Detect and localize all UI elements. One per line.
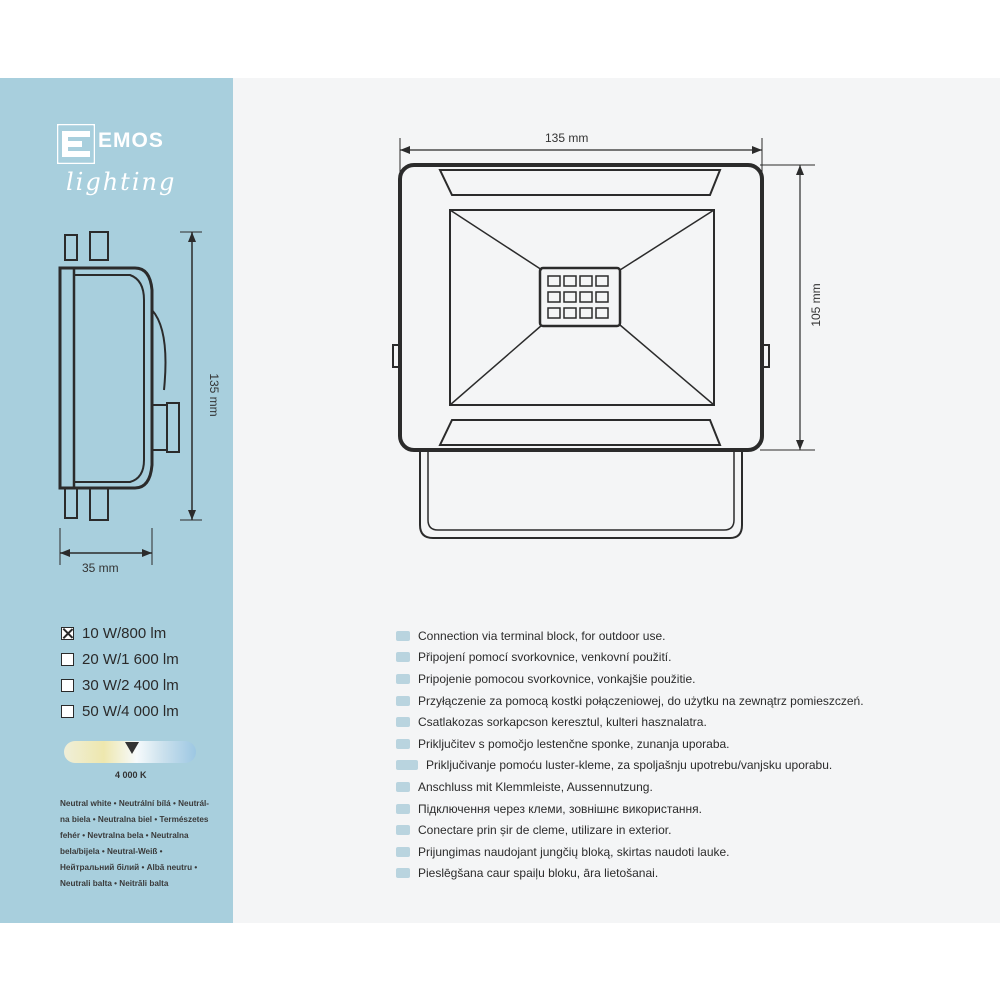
- brand-name: EMOS: [98, 129, 164, 152]
- color-temperature-description: Neutral white • Neutrální bílá • Neutrál…: [60, 799, 210, 888]
- language-flag-icon: [396, 652, 410, 663]
- feature-item: Pripojenie pomocou svorkovnice, vonkajši…: [396, 668, 864, 690]
- width-label: 135 mm: [545, 131, 589, 145]
- language-flag-icon: [396, 868, 410, 879]
- side-height-label: 135 mm: [207, 373, 220, 416]
- depth-label: 35 mm: [82, 561, 119, 575]
- checkbox-icon[interactable]: [61, 679, 74, 692]
- language-flag-icon: [396, 738, 410, 749]
- feature-text: Pieslēgšana caur spaiļu bloku, āra lieto…: [418, 866, 659, 881]
- feature-text: Připojení pomocí svorkovnice, venkovní p…: [418, 650, 672, 665]
- language-flag-icon: [396, 760, 418, 771]
- feature-text: Anschluss mit Klemmleiste, Aussennutzung…: [418, 779, 653, 794]
- power-option-label: 50 W/4 000 lm: [82, 703, 179, 720]
- checkbox-icon[interactable]: [61, 705, 74, 718]
- feature-list: Connection via terminal block, for outdo…: [396, 625, 864, 884]
- feature-item: Przyłączenie za pomocą kostki połączenio…: [396, 690, 864, 712]
- color-temperature-value: 4 000 K: [115, 770, 147, 780]
- led-array-icon: [547, 275, 609, 319]
- power-option-label: 10 W/800 lm: [82, 625, 167, 642]
- feature-text: Підключення через клеми, зовнішнє викори…: [418, 801, 703, 816]
- power-option-label: 30 W/2 400 lm: [82, 677, 179, 694]
- language-flag-icon: [396, 825, 410, 836]
- side-view-drawing: [58, 231, 202, 565]
- checked-box-icon[interactable]: [61, 627, 74, 640]
- feature-item: Conectare prin șir de cleme, utilizare i…: [396, 819, 864, 841]
- feature-text: Priključitev s pomočjo lestenčne sponke,…: [418, 736, 730, 751]
- power-option-label: 20 W/1 600 lm: [82, 651, 179, 668]
- feature-item: Priključitev s pomočjo lestenčne sponke,…: [396, 733, 864, 755]
- power-option[interactable]: 50 W/4 000 lm: [61, 703, 179, 720]
- language-flag-icon: [396, 673, 410, 684]
- language-flag-icon: [396, 781, 410, 792]
- feature-text: Priključivanje pomoću luster-kleme, za s…: [426, 758, 833, 773]
- checkbox-icon[interactable]: [61, 653, 74, 666]
- language-flag-icon: [396, 695, 410, 706]
- brand-subtitle: lighting: [66, 168, 177, 196]
- sidebar-panel: [0, 78, 233, 923]
- feature-item: Připojení pomocí svorkovnice, venkovní p…: [396, 647, 864, 669]
- language-flag-icon: [396, 717, 410, 728]
- power-option[interactable]: 20 W/1 600 lm: [61, 651, 179, 668]
- svg-text:135 mm: 135 mm: [207, 373, 220, 416]
- feature-text: Pripojenie pomocou svorkovnice, vonkajši…: [418, 671, 696, 686]
- language-flag-icon: [396, 846, 410, 857]
- power-option[interactable]: 30 W/2 400 lm: [61, 677, 179, 694]
- feature-item: Anschluss mit Klemmleiste, Aussennutzung…: [396, 776, 864, 798]
- feature-text: Csatlakozas sorkapcson keresztul, kulter…: [418, 715, 707, 730]
- svg-text:105 mm: 105 mm: [809, 283, 823, 326]
- feature-text: Przyłączenie za pomocą kostki połączenio…: [418, 693, 864, 708]
- language-flag-icon: [396, 630, 410, 641]
- feature-item: Prijungimas naudojant jungčių bloką, ski…: [396, 841, 864, 863]
- feature-item: Csatlakozas sorkapcson keresztul, kulter…: [396, 711, 864, 733]
- front-view-drawing: [392, 138, 815, 539]
- color-temperature-marker-icon: [125, 742, 139, 754]
- feature-text: Conectare prin șir de cleme, utilizare i…: [418, 823, 672, 838]
- power-option[interactable]: 10 W/800 lm: [61, 625, 166, 642]
- feature-item: Priključivanje pomoću luster-kleme, za s…: [396, 755, 864, 777]
- language-flag-icon: [396, 803, 410, 814]
- feature-item: Connection via terminal block, for outdo…: [396, 625, 864, 647]
- feature-item: Підключення через клеми, зовнішнє викори…: [396, 798, 864, 820]
- feature-item: Pieslēgšana caur spaiļu bloku, āra lieto…: [396, 863, 864, 885]
- height-label: 105 mm: [809, 283, 823, 326]
- emos-logo-icon: [57, 124, 95, 164]
- feature-text: Connection via terminal block, for outdo…: [418, 628, 666, 643]
- feature-text: Prijungimas naudojant jungčių bloką, ski…: [418, 844, 730, 859]
